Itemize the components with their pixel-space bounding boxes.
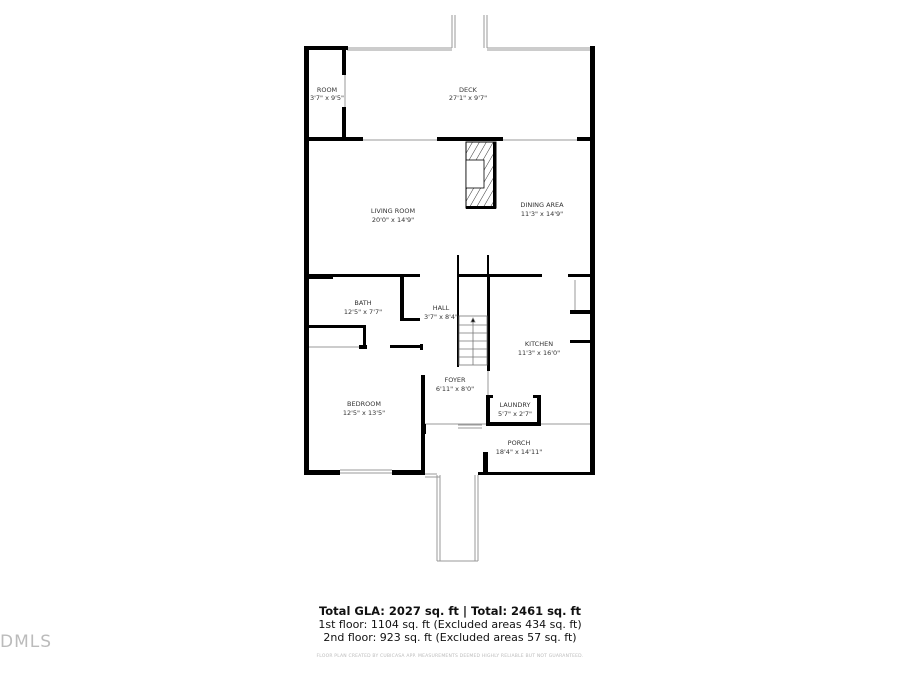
total-area: Total GLA: 2027 sq. ft | Total: 2461 sq.… (318, 604, 582, 618)
bath-name: BATH (354, 299, 371, 307)
laundry-name: LAUNDRY (500, 401, 531, 409)
stairs (458, 315, 488, 366)
hall-size: 3'7" x 8'4" (424, 313, 458, 321)
foyer-name: FOYER (444, 376, 466, 384)
walls (304, 46, 595, 475)
deck-name: DECK (459, 86, 478, 94)
stairs-arrow-icon (470, 317, 476, 323)
room-size: 3'7" x 9'5" (310, 94, 344, 102)
foyer-size: 6'11" x 8'0" (436, 385, 474, 393)
dining-area-name: DINING AREA (520, 201, 564, 209)
disclaimer: FLOOR PLAN CREATED BY CUBICASA APP. MEAS… (316, 654, 584, 659)
living-room-name: LIVING ROOM (371, 207, 415, 215)
laundry-size: 5'7" x 2'7" (498, 410, 532, 418)
bedroom-size: 12'5" x 13'5" (343, 409, 385, 417)
fireplace (465, 141, 497, 209)
second-floor-area: 2nd floor: 923 sq. ft (Excluded areas 57… (323, 631, 577, 644)
thin-walls (308, 15, 591, 562)
room-labels: ROOM 3'7" x 9'5" DECK 27'1" x 9'7" LIVIN… (310, 86, 564, 456)
kitchen-name: KITCHEN (525, 340, 553, 348)
watermark: DMLS (0, 632, 53, 652)
dining-area-size: 11'3" x 14'9" (521, 210, 563, 218)
porch-name: PORCH (508, 439, 531, 447)
room-name: ROOM (317, 86, 337, 94)
porch-size: 18'4" x 14'11" (496, 448, 542, 456)
first-floor-area: 1st floor: 1104 sq. ft (Excluded areas 4… (318, 618, 582, 631)
deck-size: 27'1" x 9'7" (449, 94, 487, 102)
bedroom-name: BEDROOM (347, 400, 381, 408)
bath-size: 12'5" x 7'7" (344, 308, 382, 316)
hall-name: HALL (433, 304, 450, 312)
kitchen-size: 11'3" x 16'0" (518, 349, 560, 357)
living-room-size: 20'0" x 14'9" (372, 216, 414, 224)
